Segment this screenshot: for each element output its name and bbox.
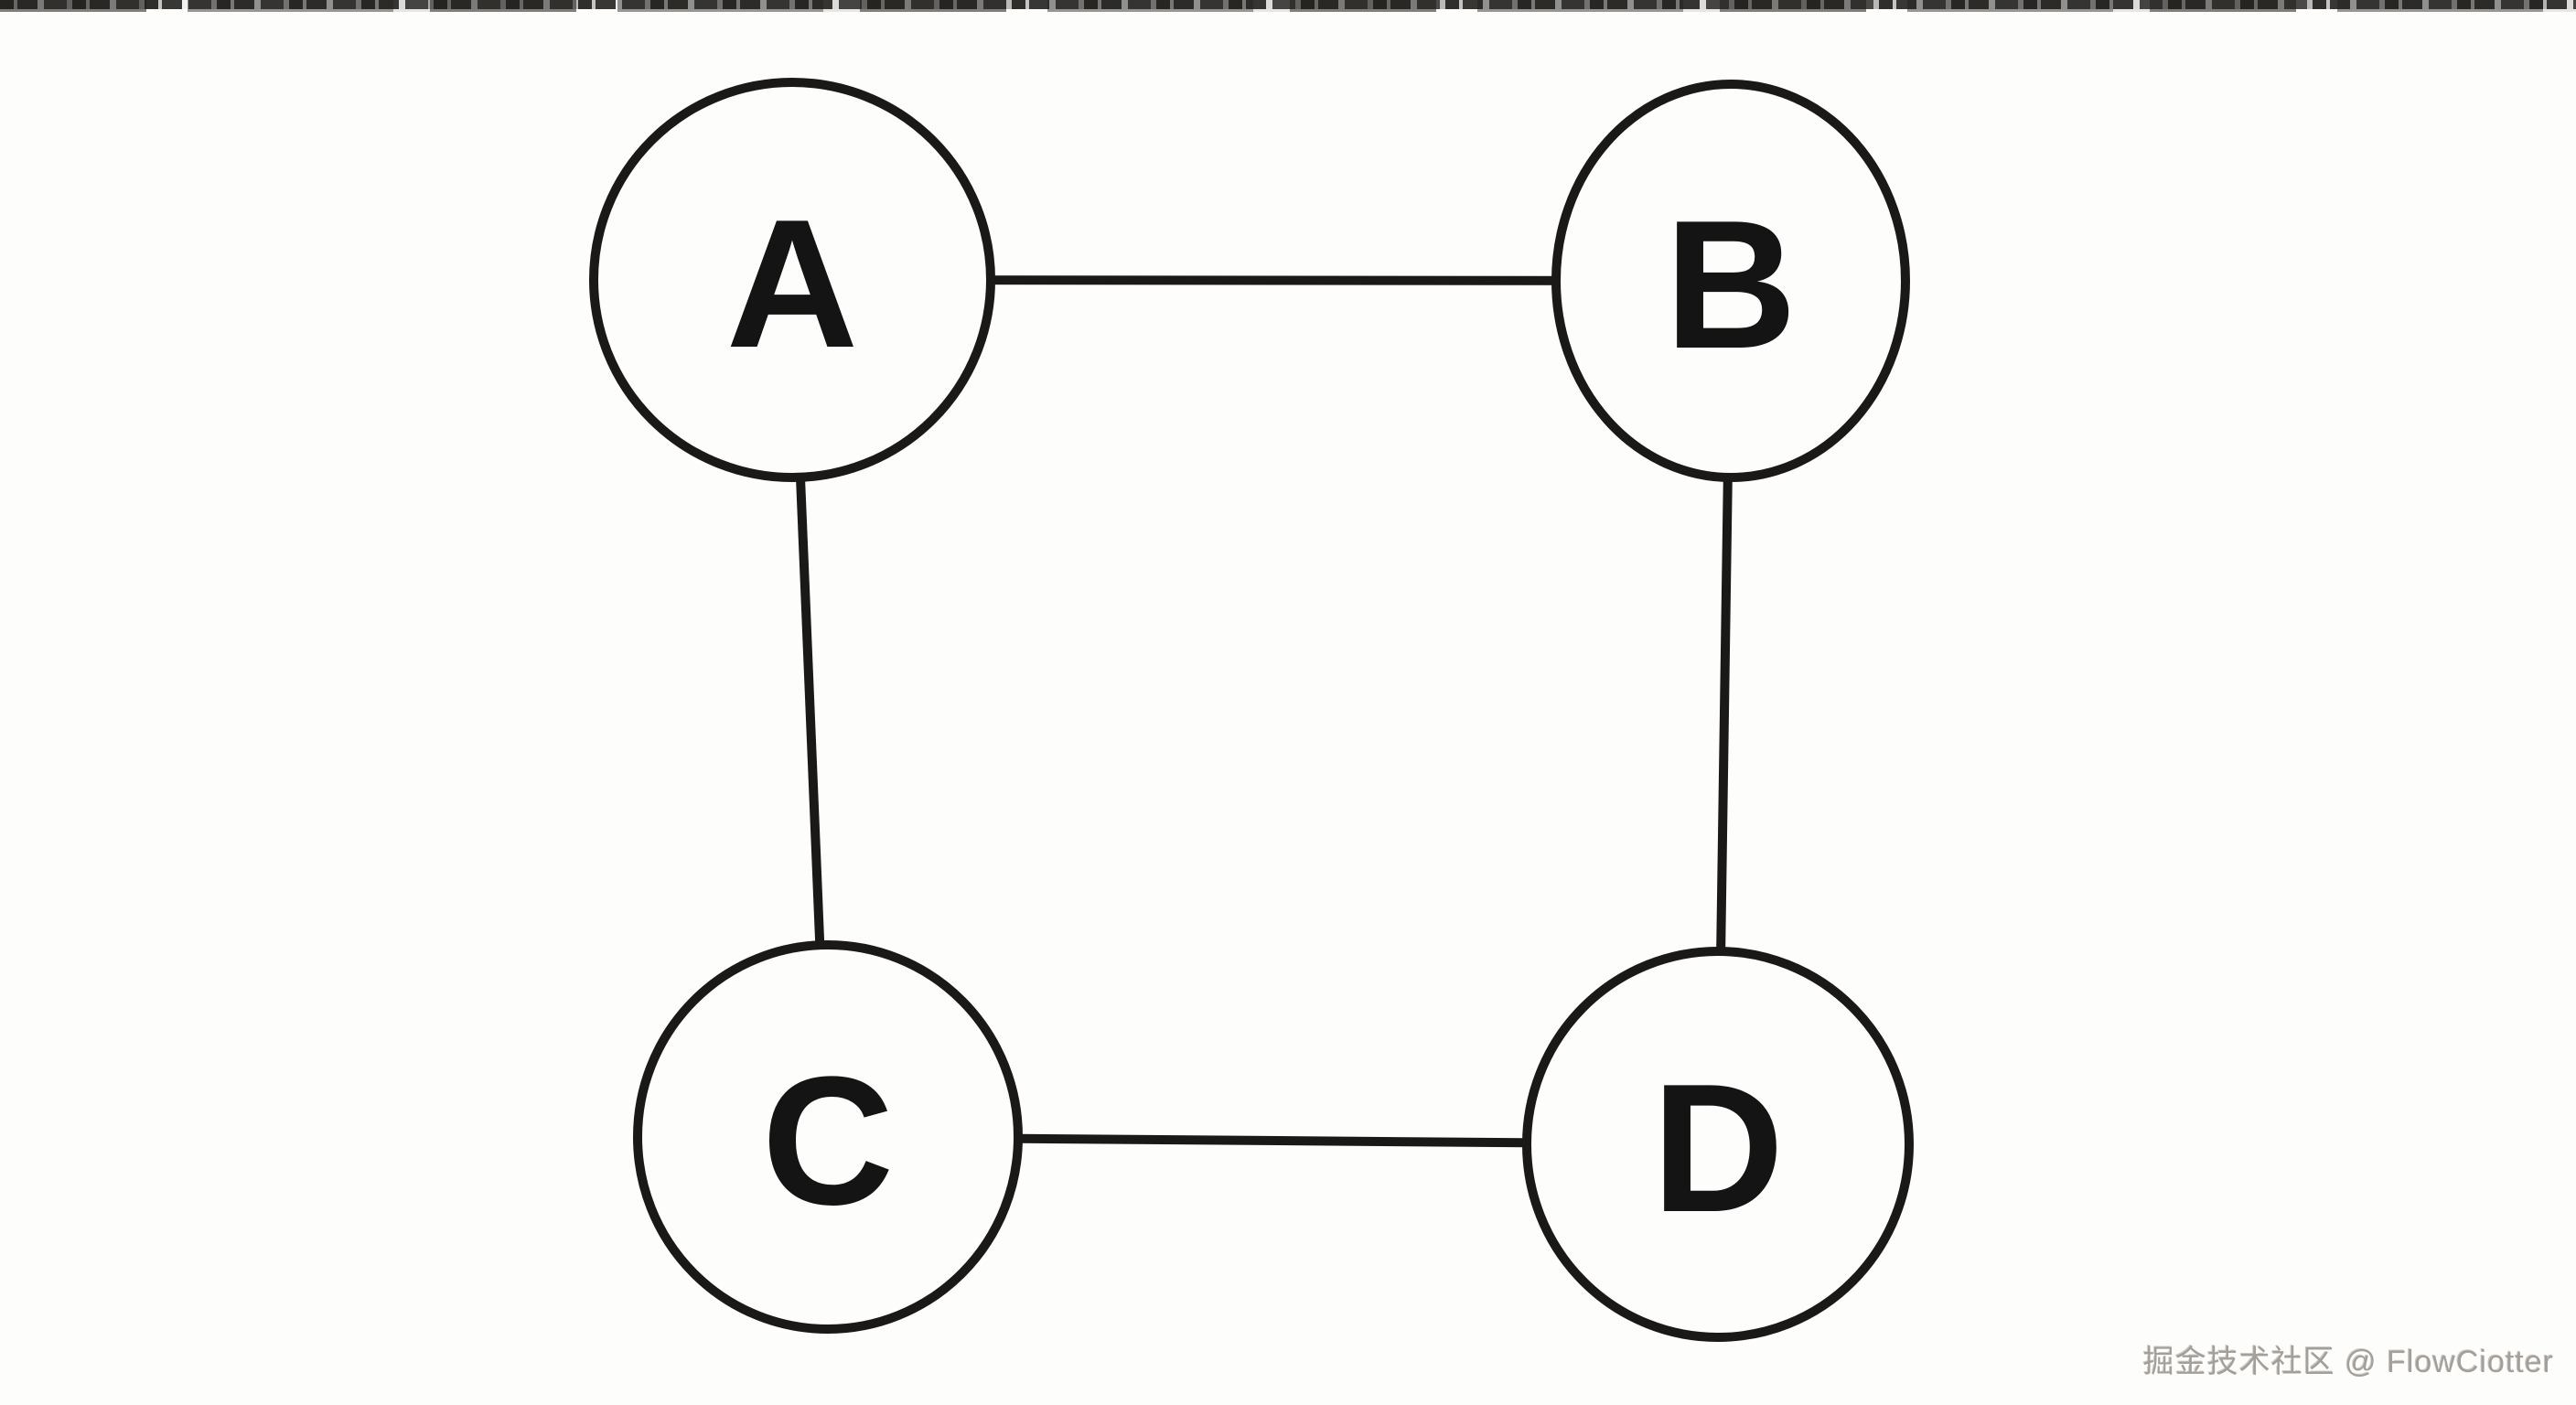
node-D-circle xyxy=(1522,947,1914,1342)
node-D: D xyxy=(1522,947,1914,1342)
node-B: B xyxy=(1551,80,1910,482)
watermark-text: 掘金技术社区 @ FlowCiotter xyxy=(2142,1345,2554,1379)
node-C-circle xyxy=(633,940,1023,1334)
node-A-label: A xyxy=(726,182,858,386)
node-B-circle xyxy=(1551,80,1910,482)
top-edge-artifact xyxy=(0,0,2576,12)
node-B-label: B xyxy=(1665,183,1797,387)
node-C: C xyxy=(633,940,1023,1334)
node-D-label: D xyxy=(1652,1046,1784,1250)
node-A: A xyxy=(589,78,995,482)
node-A-circle xyxy=(589,78,995,482)
node-C-label: C xyxy=(762,1039,894,1243)
